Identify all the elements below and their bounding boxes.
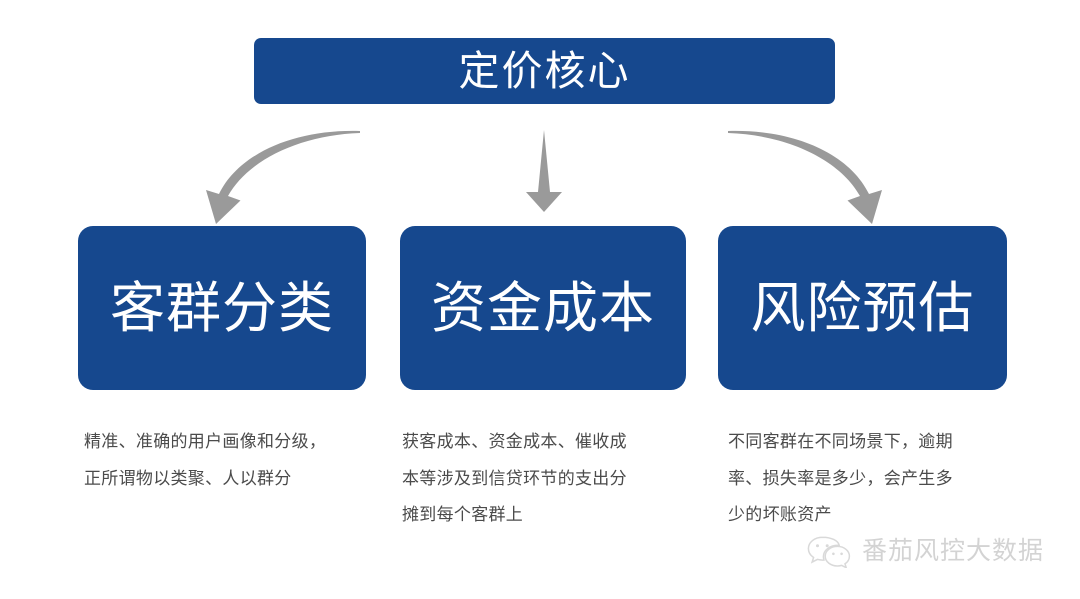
caption-customer-segmentation: 精准、准确的用户画像和分级， 正所谓物以类聚、人以群分 (84, 424, 376, 497)
caption-risk-estimation: 不同客群在不同场景下，逾期 率、损失率是多少，会产生多 少的坏账资产 (728, 424, 1008, 534)
page-title: 定价核心 (458, 47, 631, 94)
caption-line: 不同客群在不同场景下，逾期 (728, 432, 953, 451)
category-label: 风险预估 (750, 276, 975, 339)
curved-arrow-left-icon (206, 130, 360, 224)
watermark: 番茄风控大数据 (806, 534, 1044, 568)
category-box-customer-segmentation[interactable]: 客群分类 (78, 226, 366, 390)
caption-line: 精准、准确的用户画像和分级， (84, 432, 327, 451)
curved-arrow-right-icon (728, 130, 882, 224)
wechat-icon (807, 536, 851, 568)
caption-line: 少的坏账资产 (728, 505, 832, 525)
category-box-capital-cost[interactable]: 资金成本 (400, 226, 686, 390)
title-box: 定价核心 (254, 38, 835, 104)
caption-line: 获客成本、资金成本、催收成 (402, 432, 627, 451)
caption-line: 率、损失率是多少，会产生多 (728, 468, 953, 488)
caption-line: 正所谓物以类聚、人以群分 (84, 468, 292, 488)
caption-capital-cost: 获客成本、资金成本、催收成 本等涉及到信贷环节的支出分 摊到每个客群上 (402, 424, 684, 534)
straight-arrow-down-icon (526, 130, 562, 212)
watermark-text: 番茄风控大数据 (862, 536, 1045, 565)
caption-line: 本等涉及到信贷环节的支出分 (402, 468, 627, 488)
category-label: 资金成本 (430, 276, 655, 339)
caption-line: 摊到每个客群上 (402, 505, 524, 525)
category-label: 客群分类 (109, 276, 334, 339)
category-box-risk-estimation[interactable]: 风险预估 (718, 226, 1007, 390)
